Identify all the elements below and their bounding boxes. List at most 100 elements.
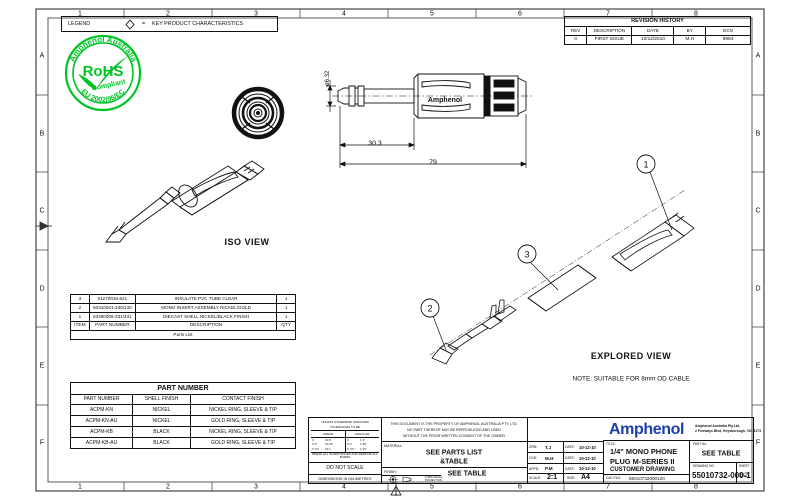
legal-line-2: NO PART THEREOF MAY BE REPRODUCED AND US… [407, 428, 501, 432]
parts-list-cell: 3 [70, 294, 90, 304]
tolerance-divider-v [345, 430, 346, 452]
brand-divider [603, 440, 753, 441]
zone-label-2: 2 [166, 10, 170, 17]
legend-label: LEGEND [68, 21, 91, 27]
zone-label-3: 3 [254, 483, 258, 491]
zone-label-D: D [755, 285, 761, 293]
signoff-date: 10-12-10 [579, 444, 596, 450]
company-line-1: Amphenol Australia Pty.Ltd, [695, 424, 741, 428]
zone-label-D: D [39, 285, 45, 293]
tolerance-angular-rows: X± 1°X.X± 30'X.XX °± 15' [347, 438, 379, 451]
signoff-date-label: DATE: [565, 466, 575, 471]
signoff-name: M.H [545, 455, 554, 461]
revision-cell: M.H [673, 35, 707, 45]
part-number-header: PART NUMBER [70, 394, 133, 405]
svg-text:RoHS: RoHS [83, 63, 124, 80]
zone-label-6: 6 [518, 10, 522, 17]
svg-text:1: 1 [643, 160, 648, 170]
part-number-header: CONTACT FINISH [190, 394, 296, 405]
parts-list-cell: DIECAST SHELL NICKEL/BLACK FINISH [134, 312, 278, 322]
parts-list-cell: 1 [70, 312, 90, 322]
parts-list-cell: 51270016-521 [88, 294, 136, 304]
revision-cell: FIRST ISSUE [586, 35, 633, 45]
title-part-divider [689, 440, 690, 483]
parts-list-cell: 2 [70, 303, 90, 313]
parts-list-cell: 50310041-330/130 [88, 303, 136, 313]
part-number-cell: ACPM-KB-AU [70, 437, 133, 449]
revision-header-ecn: ECN [705, 26, 751, 36]
sheet-value: 1/2 [739, 472, 749, 479]
break-edges-note: BREAK ALL SHARP EDGES AND REMOVE ALL BUR… [312, 452, 378, 460]
rohs-compliant-stamp: Amphenol Australia EU 2002/95/EC RoHS Co… [64, 34, 142, 112]
signoff-date: 10-12-10 [579, 466, 596, 472]
size-label: SIZE: [567, 476, 576, 480]
zone-label-C: C [39, 207, 45, 215]
part-number-cell: NICKEL [131, 415, 192, 427]
zone-label-B: B [39, 130, 45, 138]
size-value: A4 [581, 474, 590, 481]
part-number-cell: NICKEL RING, SLEEVE & TIP [190, 404, 296, 416]
cad-file-value: 55010732000120 [629, 476, 665, 481]
parts-list-cell: 53490006-331/431 [88, 312, 136, 322]
material-value-2: &TABLE [440, 458, 468, 466]
revision-cell: 0 [563, 35, 588, 45]
parts-list-header: ITEM [70, 321, 90, 331]
zone-label-E: E [755, 362, 761, 370]
brand-title-block: Amphenol Amphenol Australia Pty.Ltd, 2 F… [603, 418, 761, 483]
revision-title: REVISION HISTORY [564, 16, 751, 27]
projection-label-1: THIRD ANGLE [425, 476, 443, 479]
drawing-no-label: DRAWING NO. [693, 464, 715, 468]
zone-label-B: B [755, 130, 761, 138]
part-number-cell: ACPM-KN-AU [70, 415, 133, 427]
parts-list-header: DESCRIPTION [134, 321, 278, 331]
part-number-header: SHELL FINISH [131, 394, 192, 405]
zone-label-7: 7 [606, 483, 610, 491]
signoff-date-label: DATE: [565, 456, 575, 461]
sheet-divider [736, 462, 737, 483]
parts-list-caption: Parts List [70, 330, 296, 340]
front-end-view [231, 86, 285, 140]
projection-label-2: PROJECTION [425, 479, 442, 482]
legend-box: LEGEND = KEY PRODUCT CHARACTERISTICS [61, 16, 278, 32]
part-number-cell: GOLD RING, SLEEVE & TIP [190, 437, 296, 449]
part-number-cell: NICKEL [131, 404, 192, 416]
zone-label-A: A [755, 52, 761, 60]
zone-label-A: A [39, 52, 45, 60]
signoff-divider [527, 473, 603, 474]
revision-cell: 10/12/2010 [631, 35, 675, 45]
do-not-scale: DO NOT SCALE [326, 465, 364, 471]
iso-view-drawing [105, 160, 265, 243]
signoff-role: CKD: [529, 456, 538, 461]
drawing-title-line-1: 1/4" MONO PHONE [610, 447, 678, 456]
iso-view-label: ISO VIEW [224, 237, 270, 247]
tolerance-angular-row: X± 1° [347, 438, 366, 442]
tolerance-col-angular: ANGULAR [354, 432, 370, 436]
tolerance-linear-row: X±0.5 [312, 438, 331, 442]
tolerance-divider-3 [311, 452, 379, 453]
part-number-table-title: PART NUMBER [70, 382, 296, 395]
parts-list-cell: 1 [276, 312, 296, 322]
tolerance-angular-row: X.X± 30' [347, 442, 367, 447]
title-block: UNLESS OTHERWISE SPECIFIED TOLERANCES TO… [308, 417, 761, 484]
part-number-cell: BLACK [131, 426, 192, 438]
part-number-cell: ACPM-KB [70, 426, 133, 438]
zone-label-8: 8 [694, 10, 698, 17]
part-no-value: SEE TABLE [701, 450, 741, 458]
legal-line-1: THIS DOCUMENT IS THE PROPERTY OF AMPHENO… [390, 422, 518, 426]
scale-size-divider [563, 473, 564, 484]
tolerance-line1: UNLESS OTHERWISE SPECIFIED [321, 420, 369, 424]
finish-value: SEE TABLE [447, 470, 487, 478]
drawing-no-value: 55010732-000-1 [692, 471, 751, 480]
